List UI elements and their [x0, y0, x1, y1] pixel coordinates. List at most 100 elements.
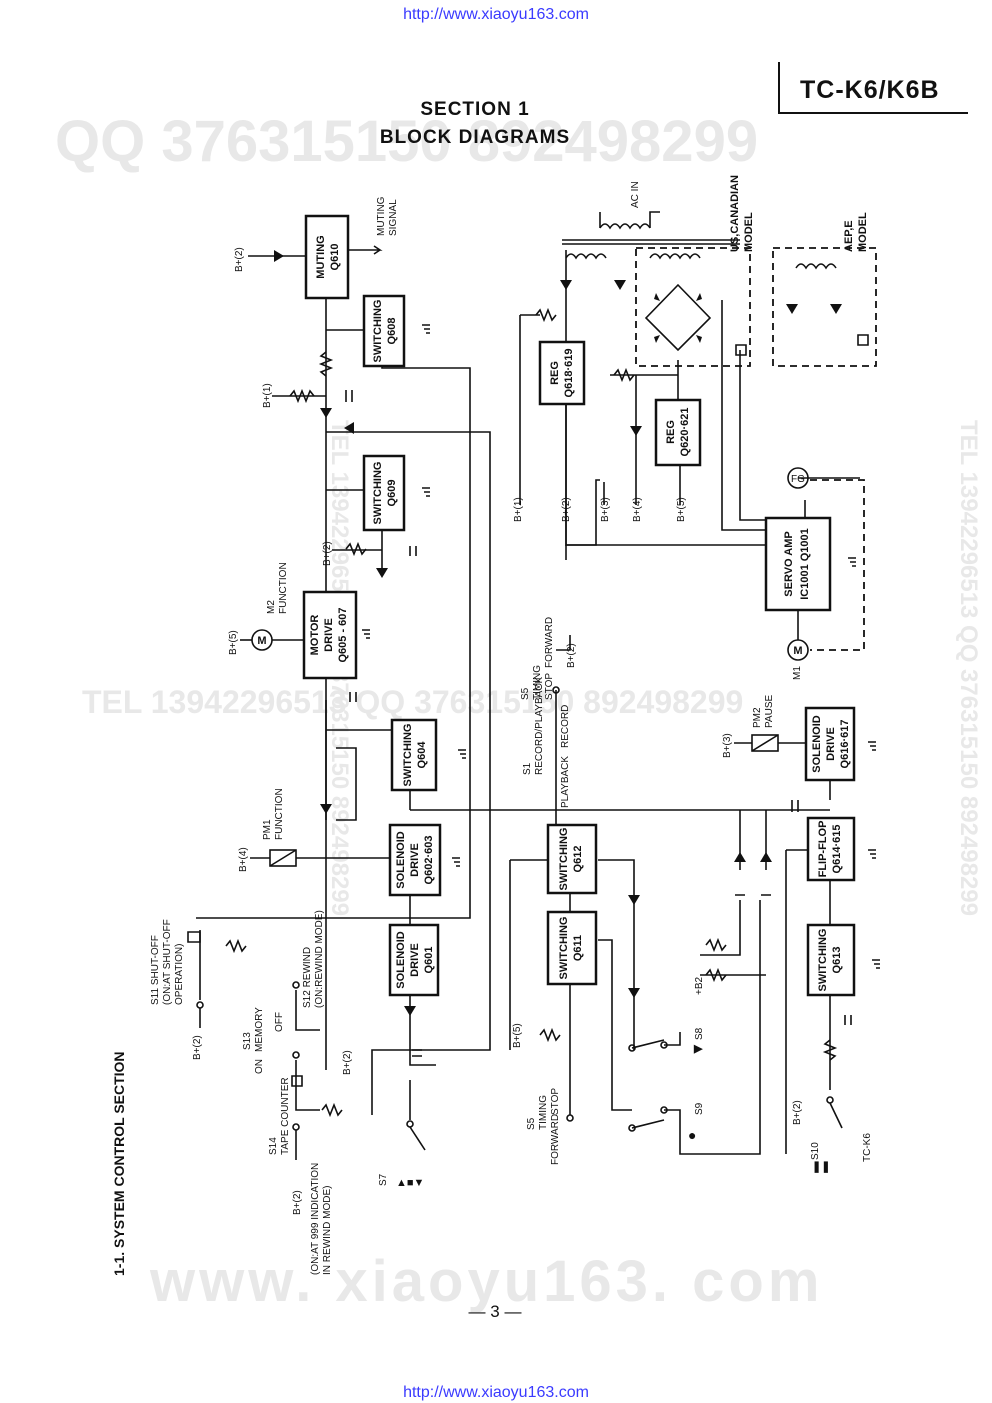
- section-number: SECTION 1: [420, 99, 530, 120]
- s14-l2: TAPE COUNTER: [280, 1077, 291, 1155]
- bplus3-out: B+(3): [600, 497, 611, 522]
- pm1-label-l1: PM1: [262, 819, 273, 840]
- block-q602-l1: SOLENOID: [395, 831, 407, 889]
- s1-record: RECORD: [560, 705, 571, 748]
- capacitors-and-grounds: [187, 324, 880, 1087]
- motor-drive-block: MOTOR DRIVE Q605 - 607: [302, 590, 358, 680]
- bplus5-m2: B+(5): [228, 630, 239, 655]
- block-muting-l2: Q610: [329, 244, 341, 271]
- s7-label: S7: [378, 1173, 389, 1186]
- switching-q613-block: SWITCHING Q613: [806, 923, 856, 997]
- block-reg620-l2: Q620·621: [679, 408, 691, 457]
- switching-q608-block: SWITCHING Q608: [362, 294, 406, 368]
- section-title: SECTION 1 BLOCK DIAGRAMS: [330, 96, 620, 152]
- watermark-site: www. xiaoyu163. com: [150, 1249, 824, 1314]
- b2-label: +B2: [694, 976, 705, 995]
- muting-signal-l2: SIGNAL: [388, 199, 399, 236]
- bplus5-out: B+(5): [676, 497, 687, 522]
- bplus4-pm1: B+(4): [238, 847, 249, 872]
- block-q611-l2: Q611: [572, 935, 584, 961]
- s1-label-l1: S1: [522, 762, 533, 775]
- block-q612-l2: Q612: [572, 846, 584, 873]
- dashed-lines: [635, 247, 877, 651]
- block-muting-l1: MUTING: [315, 235, 327, 278]
- solenoid-drive-q602-block: SOLENOID DRIVE Q602·603: [388, 823, 442, 897]
- s1-label-l2: RECORD/PLAYBACK: [534, 676, 545, 775]
- pm2-label-l1: PM2: [752, 707, 763, 728]
- block-q612-l1: SWITCHING: [558, 828, 570, 891]
- block-servo-l2: IC1001 Q1001: [799, 528, 811, 600]
- servo-amp-block: SERVO AMP IC1001 Q1001: [764, 516, 832, 612]
- s10-pause-icon: ❚❚: [812, 1161, 830, 1173]
- s14-note-l2: IN REWIND MODE): [322, 1186, 333, 1275]
- block-q613-l1: SWITCHING: [817, 929, 829, 992]
- s10-label: S10: [810, 1142, 821, 1160]
- s5-top-l2: TIMING: [532, 665, 543, 700]
- s13-l3: ON: [254, 1059, 265, 1074]
- header-rule-horizontal: [778, 112, 968, 114]
- bplus2-s5: B+(2): [566, 643, 577, 668]
- block-flipflop-l2: Q614·615: [831, 825, 843, 874]
- switch-contacts: [196, 686, 843, 1151]
- bplus2-q609: B+(2): [322, 541, 333, 566]
- block-q608-l1: SWITCHING: [372, 300, 384, 363]
- s5-bottom-l2: TIMING: [538, 1095, 549, 1130]
- s7-symbols: ▲■▼: [396, 1177, 424, 1189]
- aep-model-l2: MODEL: [857, 212, 869, 252]
- block-q609-l1: SWITCHING: [372, 462, 384, 525]
- flip-flop-block: FLIP-FLOP Q614·615: [806, 816, 856, 882]
- bplus2-s10: B+(2): [792, 1100, 803, 1125]
- s12-l1: S12 REWIND: [302, 947, 313, 1008]
- section-name: BLOCK DIAGRAMS: [379, 127, 571, 148]
- block-reg618-l1: REG: [549, 361, 561, 385]
- block-motor-l2: DRIVE: [323, 618, 335, 652]
- ac-in-label: AC IN: [630, 181, 641, 208]
- s13-l1: S13: [242, 1032, 253, 1050]
- s12-l2: (ON:REWIND MODE): [314, 910, 325, 1008]
- s8-play-icon: ▶: [693, 1043, 703, 1055]
- functional-blocks: MUTING Q610 SWITCHING Q608 SWITCHING Q60…: [302, 214, 856, 997]
- s9-record-icon: ●: [688, 1127, 696, 1143]
- block-reg618-l2: Q618·619: [563, 349, 575, 398]
- transformer: [562, 211, 837, 270]
- fg-symbol: [787, 467, 809, 489]
- us-model-l2: MODEL: [743, 212, 755, 252]
- bridge-rectifier: [644, 283, 712, 352]
- top-url-link[interactable]: http://www.xiaoyu163.com: [403, 6, 589, 23]
- page-number: — 3 —: [468, 1302, 522, 1321]
- m2-label-l1: M2: [266, 600, 277, 614]
- model-number: TC-K6/K6B: [800, 76, 940, 104]
- block-q609-l2: Q609: [386, 480, 398, 507]
- m1-label: M1: [792, 666, 803, 680]
- block-q601-l2: DRIVE: [409, 943, 421, 977]
- watermark-qq: QQ 376315150 892498299: [55, 109, 759, 174]
- bplus5-q611: B+(5): [512, 1023, 523, 1048]
- solenoid-drive-q616-block: SOLENOID DRIVE Q616·617: [804, 706, 856, 782]
- s5-bottom-l1: S5: [526, 1117, 537, 1130]
- switching-q612-block: SWITCHING Q612: [546, 823, 598, 895]
- motor-m1-glyph: M: [793, 645, 802, 657]
- block-q613-l2: Q613: [831, 947, 843, 974]
- s5-top-l1: S5: [520, 687, 531, 700]
- signal-lines: [196, 250, 860, 1160]
- text-labels: MUTING SIGNAL AC IN US,CANADIAN MODEL AE…: [111, 175, 873, 1276]
- muting-block: MUTING Q610: [304, 214, 350, 300]
- aep-model-l1: AEP,E: [843, 220, 855, 252]
- s13-l2: MEMORY: [254, 1007, 265, 1052]
- s8-label: S8: [694, 1027, 705, 1040]
- block-motor-l1: MOTOR: [309, 615, 321, 656]
- s9-label: S9: [694, 1102, 705, 1115]
- us-model-l1: US,CANADIAN: [729, 175, 741, 252]
- s5-top-l3: STOP: [544, 673, 555, 700]
- block-q602-l2: DRIVE: [409, 843, 421, 877]
- bottom-url-link[interactable]: http://www.xiaoyu163.com: [403, 1384, 589, 1401]
- block-q602-l3: Q602·603: [423, 836, 435, 885]
- s5-bottom-l3: FORWARD: [550, 1114, 561, 1165]
- motor-m2-glyph: M: [257, 635, 266, 647]
- motor-m1-symbol: [787, 639, 809, 661]
- bplus2-out: B+(2): [561, 497, 572, 522]
- s11-l1: S11 SHUT-OFF: [150, 935, 161, 1005]
- pm2-label-l2: PAUSE: [764, 695, 775, 728]
- motors-and-solenoids: M FG M: [251, 467, 809, 867]
- bplus1-label: B+(1): [262, 383, 273, 408]
